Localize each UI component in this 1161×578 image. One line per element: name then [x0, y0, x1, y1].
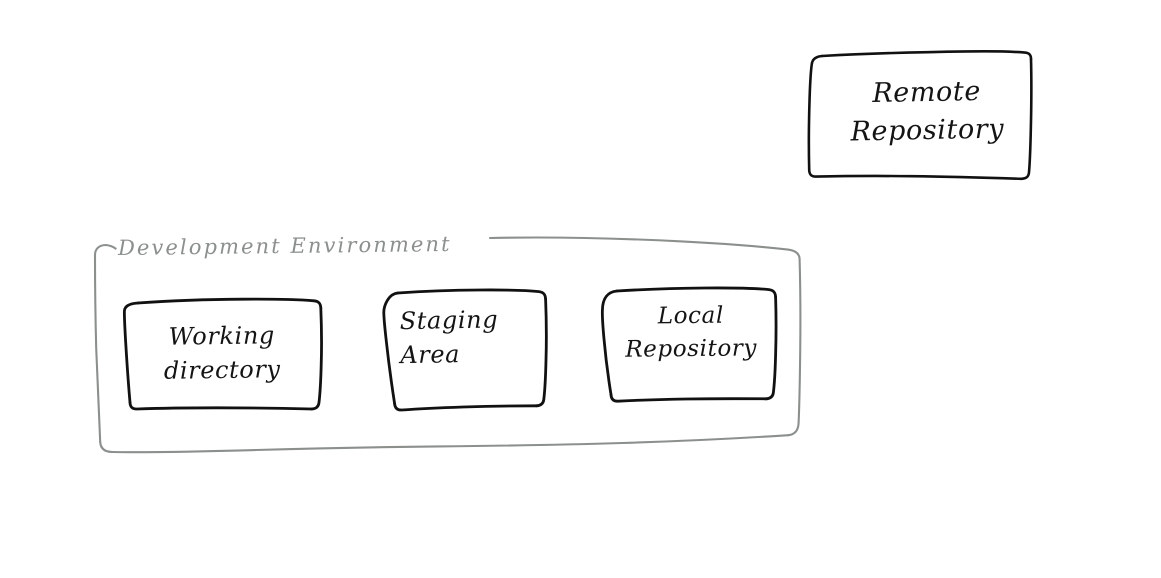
remote-repository-box-outline — [807, 49, 1033, 181]
staging-area-box-outline — [382, 288, 548, 412]
development-environment-group-outline — [93, 236, 802, 454]
local-repository-box-outline — [600, 286, 778, 403]
working-directory-box-outline — [122, 297, 323, 411]
group-label-development-environment: Development Environment — [117, 231, 452, 261]
